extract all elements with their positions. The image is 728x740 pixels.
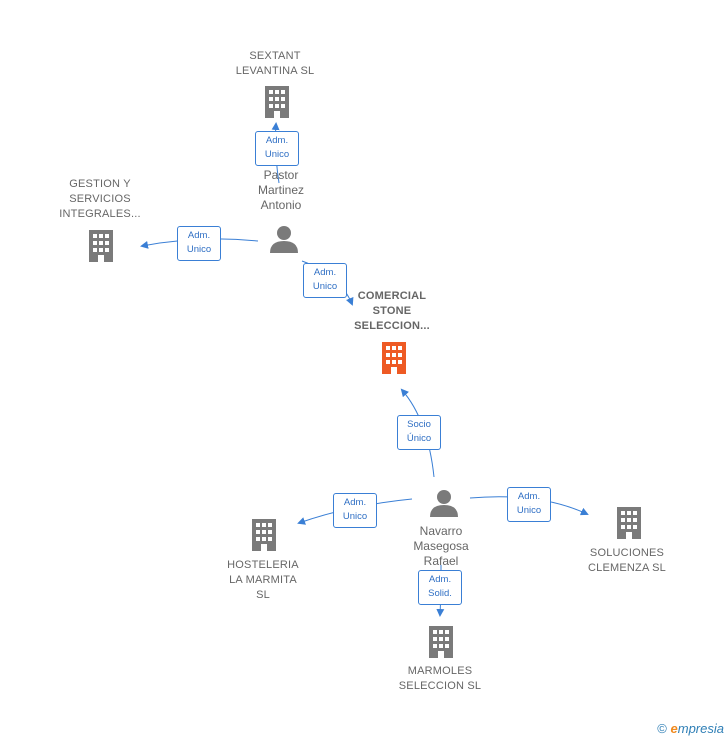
edge-role: Adm. — [517, 491, 541, 502]
edge-role-type: Único — [406, 433, 432, 444]
node-label-comercial[interactable]: COMERCIAL STONE SELECCION... — [354, 290, 430, 332]
brand-footer: © empresia — [657, 721, 724, 736]
node-label-soluciones[interactable]: SOLUCIONES CLEMENZA SL — [587, 547, 666, 574]
edge-badge-navarro-soluciones[interactable]: Adm. Unico — [507, 487, 551, 522]
brand-logo-e: e — [670, 721, 678, 736]
edge-role: Adm. — [187, 230, 211, 241]
node-label-navarro[interactable]: Navarro Masegosa Rafael — [413, 524, 469, 568]
building-icon[interactable] — [249, 517, 279, 553]
edge-role-type: Unico — [186, 244, 212, 255]
edge-role-type: Unico — [516, 505, 542, 516]
brand-logo-text: mpresia — [677, 721, 724, 736]
building-icon[interactable] — [426, 624, 456, 660]
edge-role: Socio — [407, 419, 431, 430]
edge-role: Adm. — [265, 135, 289, 146]
edge-role: Adm. — [343, 497, 367, 508]
edge-role-type: Unico — [264, 149, 290, 160]
edge-role-type: Unico — [342, 511, 368, 522]
node-label-hosteleria[interactable]: HOSTELERIA LA MARMITA SL — [227, 559, 299, 601]
person-icon[interactable] — [268, 224, 300, 254]
edge-role-type: Unico — [312, 281, 338, 292]
edge-badge-pastor-sextant[interactable]: Adm. Unico — [255, 131, 299, 166]
node-label-gestion[interactable]: GESTION Y SERVICIOS INTEGRALES... — [59, 178, 141, 220]
edge-role: Adm. — [313, 267, 337, 278]
edge-badge-pastor-gestion[interactable]: Adm. Unico — [177, 226, 221, 261]
person-icon[interactable] — [428, 488, 460, 518]
building-focus-icon[interactable] — [379, 340, 409, 376]
edge-badge-navarro-hosteleria[interactable]: Adm. Unico — [333, 493, 377, 528]
building-icon[interactable] — [262, 84, 292, 120]
edge-badge-navarro-comercial[interactable]: Socio Único — [397, 415, 441, 450]
edge-role-type: Solid. — [428, 588, 452, 599]
node-label-sextant[interactable]: SEXTANT LEVANTINA SL — [235, 50, 315, 77]
building-icon[interactable] — [614, 505, 644, 541]
building-icon[interactable] — [86, 228, 116, 264]
node-label-marmoles[interactable]: MARMOLES SELECCION SL — [398, 665, 482, 692]
copyright-icon: © — [657, 721, 667, 736]
edge-role: Adm. — [428, 574, 452, 585]
edge-badge-pastor-comercial[interactable]: Adm. Unico — [303, 263, 347, 298]
edge-badge-navarro-marmoles[interactable]: Adm. Solid. — [418, 570, 462, 605]
node-label-pastor[interactable]: Pastor Martinez Antonio — [257, 168, 304, 212]
